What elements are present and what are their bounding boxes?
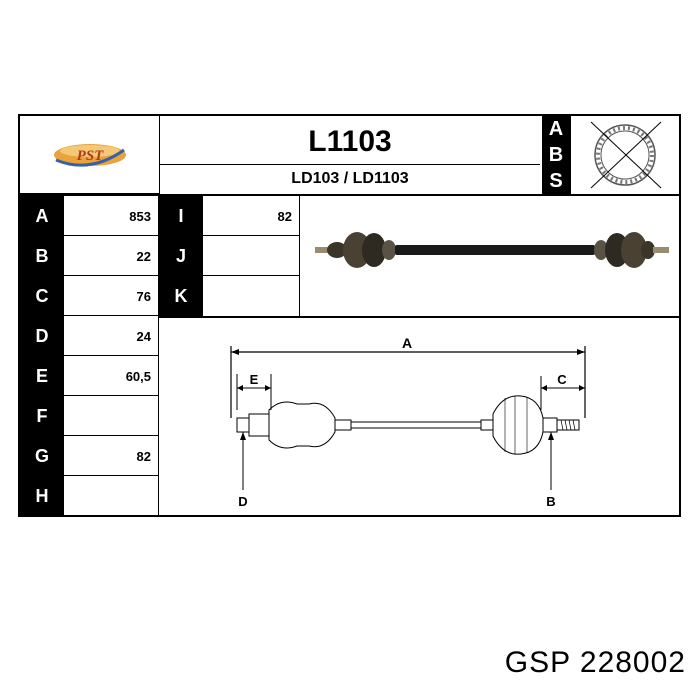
abs-letter-s: S (542, 168, 570, 194)
dim-label-a: A (402, 335, 412, 351)
logo-cell: PST (20, 116, 160, 194)
spec-label-g: G (20, 436, 64, 476)
spec-value-c: 76 (136, 288, 151, 304)
row-rule (64, 475, 159, 476)
row-rule (203, 275, 300, 276)
spec-label-c: C (20, 276, 64, 316)
spec-value-g: 82 (136, 448, 151, 464)
abs-letter-a: A (542, 116, 570, 142)
row-rule (64, 355, 159, 356)
brand-code: GSP 228002 (504, 646, 686, 679)
row-rule (64, 435, 159, 436)
dim-label-e: E (250, 372, 259, 387)
abs-ring-cell (570, 116, 679, 194)
spec-value-j (203, 236, 300, 276)
abs-letter-b: B (542, 142, 570, 168)
spec-label-i: I (159, 196, 203, 236)
row-rule (64, 315, 159, 316)
diagram-top-rule (159, 316, 679, 318)
header-bottom-rule (20, 194, 679, 196)
col-rule (299, 196, 300, 316)
spec-table-left: A 853 B 22 C 76 D 24 E 60,5 F G 82 H (20, 196, 159, 516)
spec-sheet: PST L1103 LD103 / LD1103 A B S A 853 B 2… (18, 114, 681, 517)
spec-label-f: F (20, 396, 64, 436)
dim-label-b: B (546, 494, 555, 509)
row-rule (64, 275, 159, 276)
part-number: L1103 (308, 125, 392, 158)
dim-label-c: C (557, 372, 567, 387)
row-rule (64, 395, 159, 396)
driveshaft-photo (315, 232, 669, 268)
col-rule (158, 196, 159, 516)
spec-value-i: 82 (277, 208, 292, 224)
spec-label-k: K (159, 276, 203, 316)
dimension-diagram-cell: A E C (159, 318, 679, 515)
spec-label-a: A (20, 196, 64, 236)
spec-label-d: D (20, 316, 64, 356)
spec-value-e: 60,5 (125, 368, 151, 384)
pst-logo: PST (54, 144, 126, 167)
spec-label-e: E (20, 356, 64, 396)
spec-value-k (203, 276, 300, 316)
spec-label-j: J (159, 236, 203, 276)
dimension-diagram: A E C (230, 335, 586, 509)
row-rule (203, 235, 300, 236)
driveshaft-photo-cell (301, 196, 679, 316)
spec-label-b: B (20, 236, 64, 276)
abs-ring-crossed-icon (590, 121, 662, 189)
title-divider (160, 164, 540, 165)
spec-value-b: 22 (136, 248, 151, 264)
spec-label-h: H (20, 476, 64, 516)
dim-label-d: D (238, 494, 247, 509)
spec-table-right: I 82 J K (159, 196, 300, 316)
spec-value-d: 24 (136, 328, 151, 344)
row-rule (64, 235, 159, 236)
spec-value-h (64, 476, 159, 516)
cross-references: LD103 / LD1103 (291, 170, 409, 187)
logo-text: PST (77, 148, 105, 164)
spec-value-f (64, 396, 159, 436)
spec-value-a: 853 (129, 208, 151, 224)
